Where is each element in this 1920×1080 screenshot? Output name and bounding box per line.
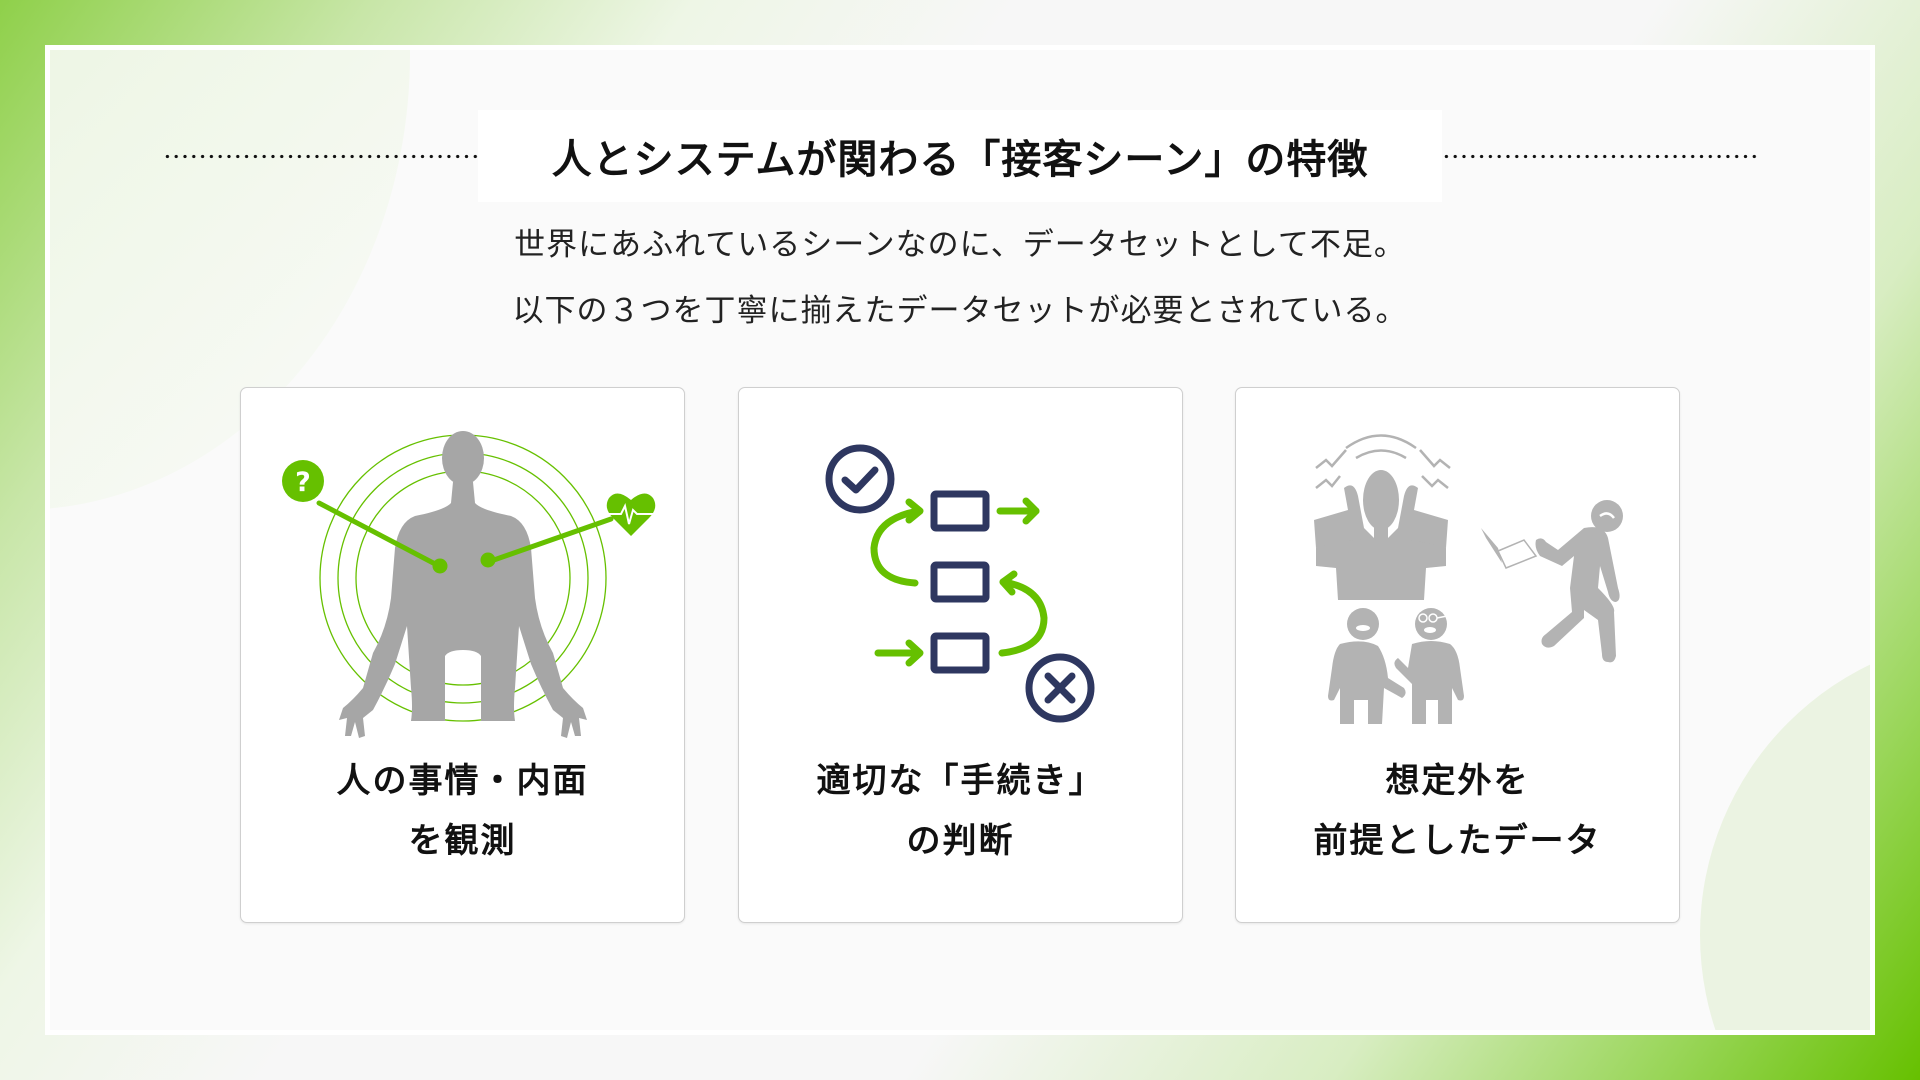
title-dotted-line-right [1442,154,1758,159]
card-label-line-1: 想定外を [1385,761,1530,801]
feature-card-procedure: 適切な「手続き」 の判断 [738,387,1183,923]
unexpected-situations-icon [1314,434,1623,724]
check-circle-icon [825,444,895,514]
card-label-line-2: の判断 [906,821,1015,861]
title-box: 人とシステムが関わる「接客シーン」の特徴 [478,110,1442,202]
dropped-document-icon [1481,528,1538,569]
subtitle-line-2: 以下の３つを丁寧に揃えたデータセットが必要とされている。 [512,293,1408,329]
process-step-boxes [930,490,990,674]
headache-person-icon [1314,434,1451,600]
card-label-line-2: を観測 [408,821,517,861]
cross-circle-icon [1025,653,1095,723]
svg-text:?: ? [295,467,311,498]
human-silhouette-icon [339,431,587,738]
card-label-line-1: 適切な「手続き」 [816,761,1105,801]
question-icon: ? [282,460,324,502]
card-label-line-2: 前提としたデータ [1313,821,1602,861]
people-talking-icon [1328,608,1464,724]
subtitle-line-1: 世界にあふれているシーンなのに、データセットとして不足。 [514,227,1406,263]
card-label-line-1: 人の事情・内面 [336,761,589,801]
feature-card-observation: ? 人の事情・内面 を観測 [240,387,685,923]
feature-card-unexpected: 想定外を 前提としたデータ [1235,387,1680,923]
flow-arrows [870,497,1048,667]
decorative-blob-bottom-right [1700,635,1870,1030]
title-dotted-line-left [163,154,478,159]
procedure-flow-icon [825,444,1095,723]
stumbling-person-icon [1535,500,1623,663]
page-title: 人とシステムが関わる「接客シーン」の特徴 [551,137,1369,183]
heart-pulse-icon [606,493,656,536]
human-body-observation-icon: ? [282,431,656,738]
